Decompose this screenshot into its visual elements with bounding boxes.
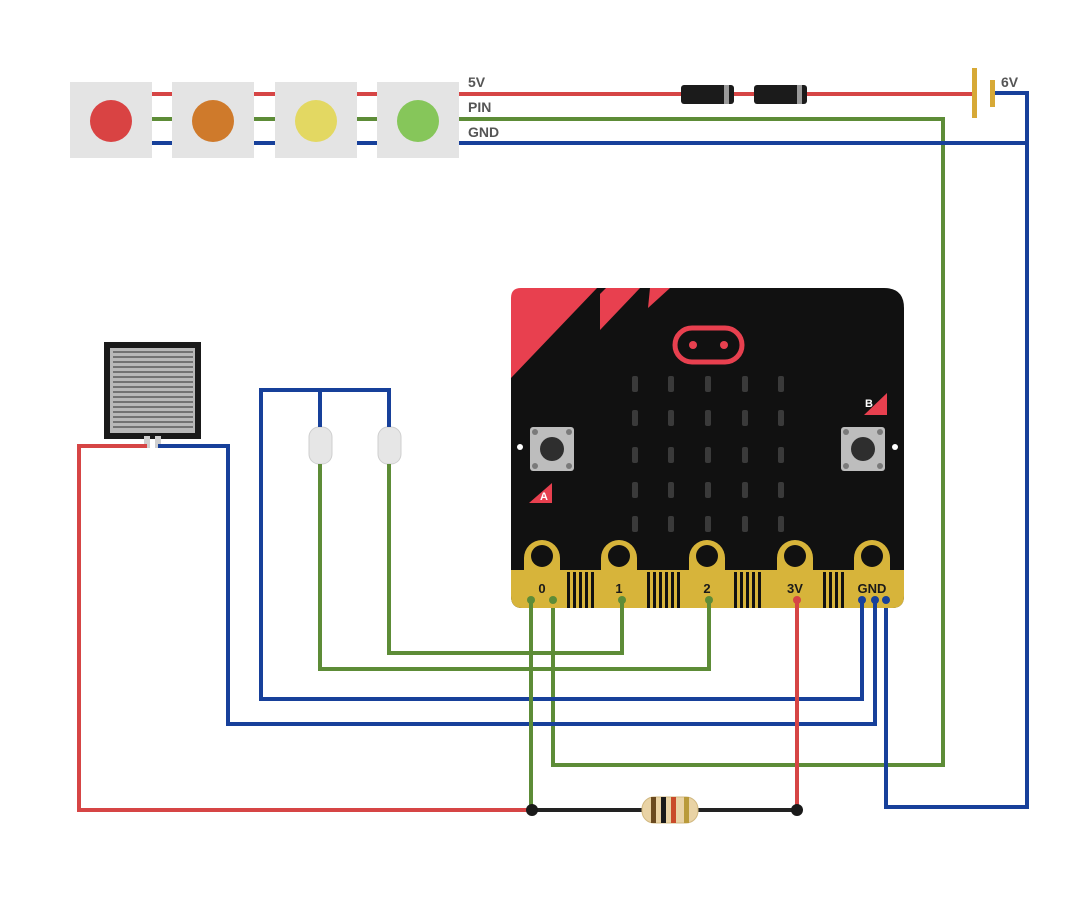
wire-sensor-signal: [77, 444, 532, 812]
pin-label-0: 0: [538, 581, 545, 596]
diode-2: [754, 85, 807, 104]
pin-label-2: 2: [703, 581, 710, 596]
wire-strip-data: [459, 117, 945, 767]
pin-pad-2: [689, 540, 725, 608]
microbit-logo: [672, 325, 745, 365]
microbit-board: A B: [511, 288, 904, 608]
connection-dot: [527, 596, 535, 604]
button-a-label: A: [540, 491, 548, 503]
pin-pad-gnd: [854, 540, 890, 608]
led-white-1: [308, 426, 333, 465]
battery-label: 6V: [1001, 74, 1019, 90]
wire-battery-gnd: [884, 91, 1029, 809]
label-5v: 5V: [468, 74, 486, 90]
pin-label-1: 1: [615, 581, 622, 596]
led-dot-red: [90, 100, 132, 142]
connection-dot: [705, 596, 713, 604]
button-b-label: B: [865, 398, 873, 410]
connection-dot: [871, 596, 879, 604]
led-dot-green: [397, 100, 439, 142]
wire-led-gnd-2: [320, 388, 391, 427]
led-strip: [70, 82, 459, 158]
connection-dot: [793, 596, 801, 604]
label-gnd: GND: [468, 124, 499, 140]
led-dot-orange: [192, 100, 234, 142]
label-pin: PIN: [468, 99, 491, 115]
force-sensor: [104, 342, 201, 448]
diode-1: [681, 85, 734, 104]
pin-label-gnd: GND: [858, 581, 887, 596]
wire-led-pin2: [318, 464, 711, 671]
led-matrix: [632, 376, 784, 532]
led-dot-yellow: [295, 100, 337, 142]
battery: [972, 68, 995, 118]
button-a[interactable]: [530, 427, 574, 471]
connection-dot: [618, 596, 626, 604]
wire-sensor-gnd: [158, 444, 877, 726]
connection-dot: [858, 596, 866, 604]
wire-led-gnd: [259, 388, 864, 701]
button-b[interactable]: [841, 427, 885, 471]
junction-dot: [526, 804, 538, 816]
wire-led-pin1: [387, 464, 624, 655]
pin-label-3v: 3V: [787, 581, 803, 596]
pin-pad-3v: [777, 540, 813, 608]
junction-dot: [791, 804, 803, 816]
connection-dot: [882, 596, 890, 604]
pin-pad-1: [601, 540, 637, 608]
resistor: [641, 796, 699, 824]
led-white-2: [377, 426, 402, 465]
connection-dot: [549, 596, 557, 604]
pin-pad-0: [524, 540, 560, 608]
